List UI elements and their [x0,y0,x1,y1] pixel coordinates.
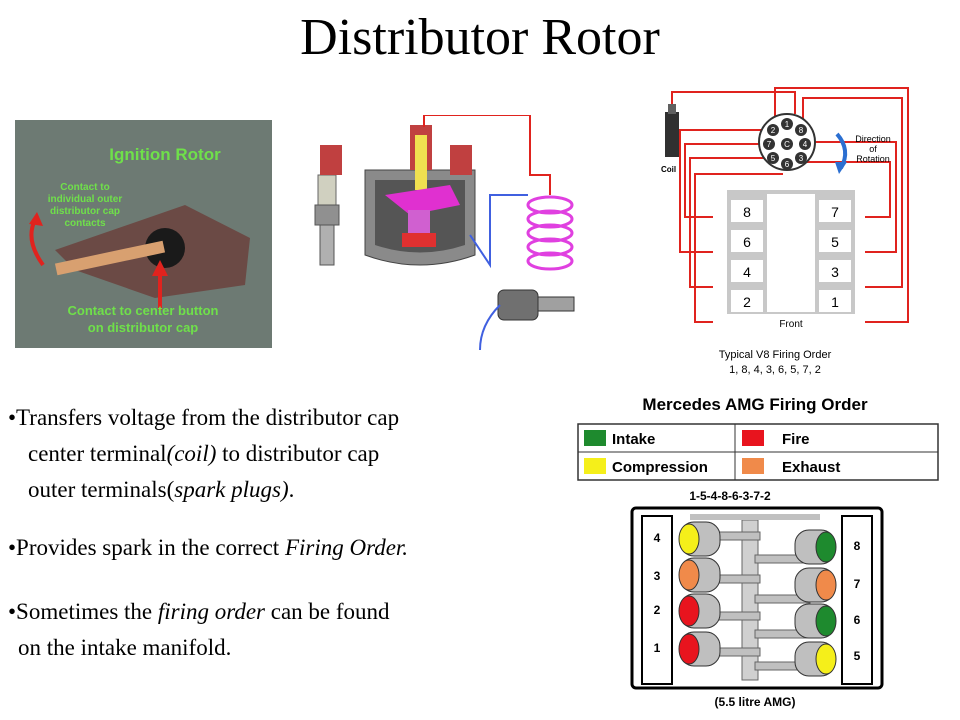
amg-cyl-right-5: 5 [854,649,861,663]
legend-intake-swatch [584,430,606,446]
center-contact-arrowhead [152,260,168,276]
cap-terminal-5: 5 [771,154,776,163]
rotor-outer-label-4: contacts [64,218,106,229]
bullet-list: •Transfers voltage from the distributor … [8,400,568,666]
amg-cyl-left-4: 4 [654,531,661,545]
cap-terminal-2: 2 [771,126,776,135]
piston-5 [815,643,837,675]
page-title: Distributor Rotor [300,9,660,66]
cyl-2: 2 [743,294,751,310]
front-label: Front [779,319,803,330]
cap-terminal-4: 4 [803,140,808,149]
piston-3 [678,559,700,591]
bullet-3-line-2: on the intake manifold. [18,635,232,660]
legend-fire-swatch [742,430,764,446]
cyl-5: 5 [831,234,839,250]
amg-title: Mercedes AMG Firing Order [642,395,868,414]
coil-label: Coil [661,165,676,174]
bullet-1-line-1: •Transfers voltage from the distributor … [8,405,400,430]
amg-caption: (5.5 litre AMG) [715,695,796,709]
cyl-3: 3 [831,264,839,280]
legend-exhaust-label: Exhaust [782,459,840,476]
distributor-rotor-magenta [385,185,460,215]
cyl-7: 7 [831,204,839,220]
bullet-1-line-2: center terminal(coil) to distributor cap [28,441,380,466]
rotor-heading: Ignition Rotor [109,145,221,164]
cap-terminal-8: 8 [799,126,804,135]
cap-terminals: 1 8 4 3 6 5 7 2 C [763,118,811,170]
legend-exhaust-swatch [742,458,764,474]
amg-cyl-left-2: 2 [654,603,661,617]
amg-cyl-left-1: 1 [654,641,661,655]
cyl-8: 8 [743,204,751,220]
cyl-4: 4 [743,264,751,280]
rotor-center-label-2: on distributor cap [88,320,199,335]
amg-cyl-right-6: 6 [854,613,861,627]
cap-terminal-7: 7 [767,140,772,149]
piston-4 [678,523,700,555]
legend-compression-label: Compression [612,459,708,476]
piston-7 [815,569,837,601]
bullet-1-line-3: outer terminals(spark plugs). [28,477,295,502]
distributor-cutaway-illustration [314,115,575,351]
piston-2 [678,595,700,627]
bullet-3-line-1: •Sometimes the firing order can be found [8,599,390,624]
rotor-center-hole [145,228,185,268]
rotor-outer-label-3: distributor cap [50,206,120,217]
outer-contact-arrowhead [29,212,43,226]
direction-label-2: of [869,144,877,154]
rotor-outer-label-2: individual outer [48,194,123,205]
bullet-2: •Provides spark in the correct Firing Or… [8,535,409,560]
amg-cyl-right-7: 7 [854,577,861,591]
rotor-contact-strip [54,240,166,276]
v8-firing-order-diagram: Coil 1 8 4 3 6 5 7 2 C Direction of Rota… [661,87,909,376]
cyl-1: 1 [831,294,839,310]
amg-firing-order-diagram: Mercedes AMG Firing Order Intake Fire Co… [577,395,939,709]
rotor-outer-label-1: Contact to [60,182,109,193]
piston-1 [678,633,700,665]
amg-cyl-left-3: 3 [654,569,661,583]
legend-intake-label: Intake [612,431,655,448]
ignition-rotor-photo: Ignition Rotor Contact to individual out… [15,120,272,348]
rotor-center-label-1: Contact to center button [68,303,219,318]
v8-caption-2: 1, 8, 4, 3, 6, 5, 7, 2 [729,364,821,376]
cap-terminal-1: 1 [785,120,790,129]
piston-8 [815,531,837,563]
amg-firing-order: 1-5-4-8-6-3-7-2 [689,489,771,503]
cyl-6: 6 [743,234,751,250]
amg-cyl-right-8: 8 [854,539,861,553]
direction-label-1: Direction [855,134,891,144]
cap-terminal-3: 3 [799,154,804,163]
cap-center-c: C [784,140,790,149]
cap-terminal-6: 6 [785,160,790,169]
legend-fire-label: Fire [782,431,810,448]
piston-6 [815,605,837,637]
v8-caption-1: Typical V8 Firing Order [719,349,832,361]
direction-label-3: Rotation [856,154,890,164]
legend-compression-swatch [584,458,606,474]
